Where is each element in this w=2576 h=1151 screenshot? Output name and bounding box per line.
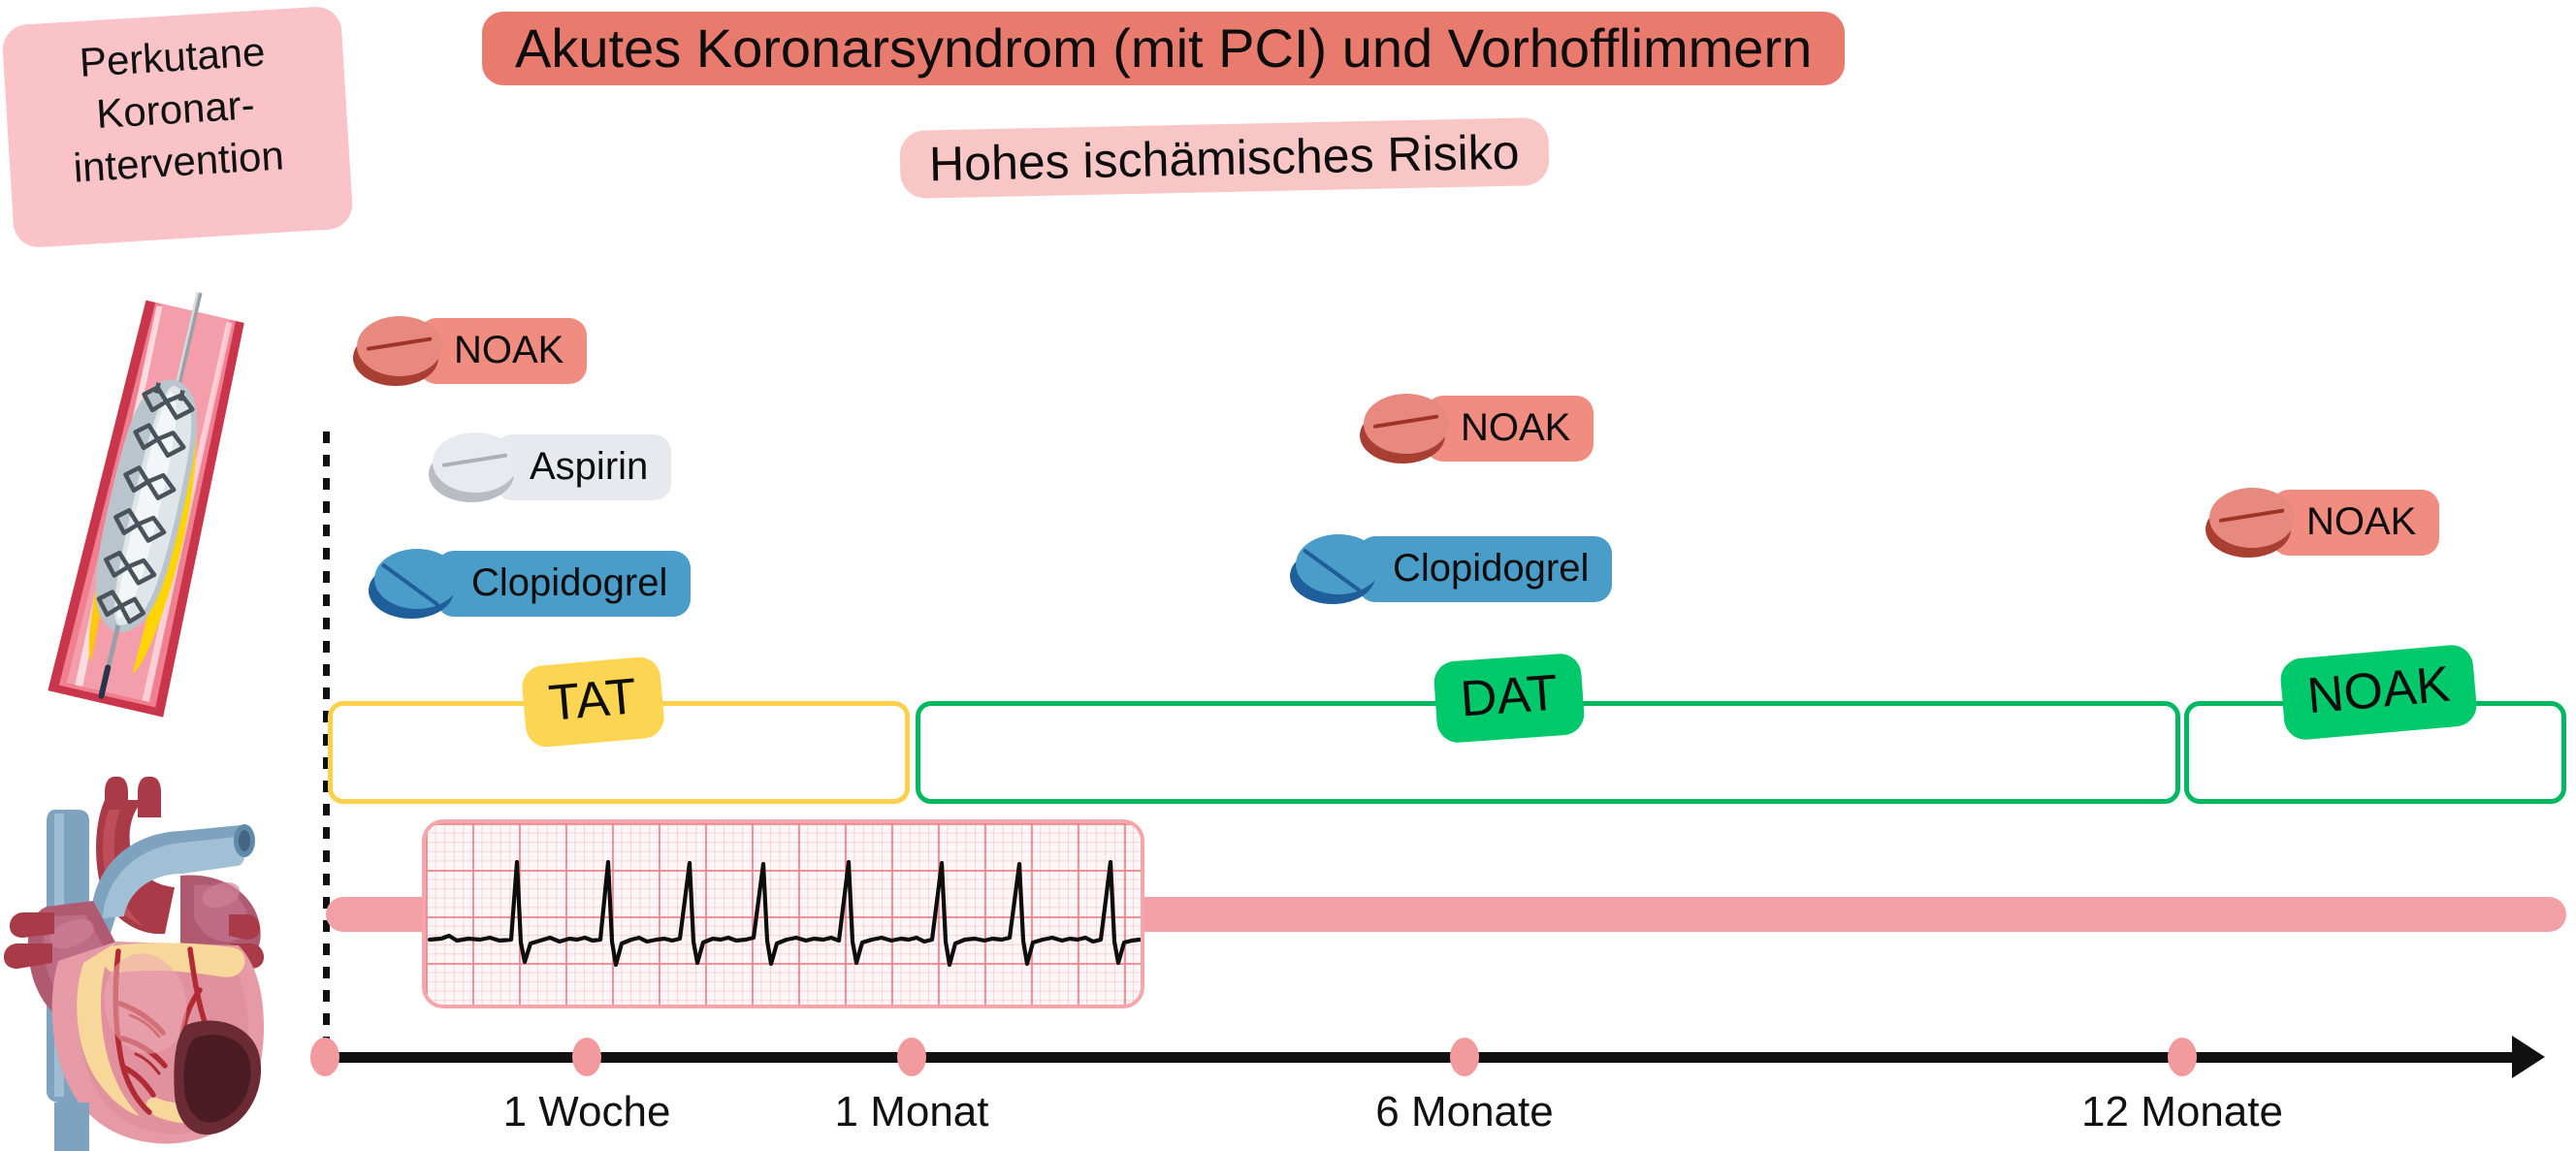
pill-body [1296, 534, 1381, 594]
pill-tablet-icon [2204, 482, 2297, 563]
pill-tablet-icon [351, 310, 444, 392]
medication-label-noak: NOAK [1426, 396, 1594, 462]
timeline-tick-dot-1-woche[interactable] [572, 1038, 601, 1076]
medication-noak-2: NOAK [1358, 388, 1594, 469]
timeline-arrow-icon [2512, 1036, 2545, 1078]
timeline-tick-dot-6-monate[interactable] [1450, 1038, 1479, 1076]
pci-callout: Perkutane Koronar- intervention [1, 5, 354, 249]
anatomical-heart-icon [0, 771, 320, 1151]
timeline-label-1-woche: 1 Woche [502, 1088, 671, 1135]
page-subtitle: Hohes ischämisches Risiko [899, 117, 1550, 199]
pill-body [374, 549, 460, 609]
timeline-label-12-monate: 12 Monate [2081, 1088, 2283, 1135]
timeline-axis [314, 1052, 2514, 1063]
medication-label-clopidogrel: Clopidogrel [436, 551, 692, 617]
medication-aspirin-1: Aspirin [427, 427, 672, 508]
medication-clopidogrel-2: Clopidogrel [1290, 528, 1613, 610]
ecg-waveform-icon [422, 819, 1144, 1008]
timeline-tick-dot-1-monat[interactable] [897, 1038, 926, 1076]
medication-noak-1: NOAK [351, 310, 588, 392]
page-title: Akutes Koronarsyndrom (mit PCI) und Vorh… [482, 12, 1846, 85]
medication-clopidogrel-1: Clopidogrel [369, 543, 692, 624]
medication-label-aspirin: Aspirin [495, 434, 672, 500]
timeline-label-1-monat: 1 Monat [834, 1088, 989, 1135]
pill-tablet-icon [1358, 388, 1451, 469]
phase-tag-dat: DAT [1433, 652, 1586, 745]
medication-label-noak: NOAK [2271, 490, 2440, 556]
phase-tag-noak: NOAK [2278, 643, 2479, 742]
timeline-tick-dot-12-monate[interactable] [2168, 1038, 2197, 1076]
medication-noak-3: NOAK [2204, 482, 2440, 563]
stent-in-artery-icon [10, 281, 281, 737]
pill-tablet-icon [1290, 528, 1383, 610]
medication-label-noak: NOAK [419, 318, 588, 384]
pci-start-divider [323, 432, 330, 1052]
phase-tag-tat: TAT [520, 655, 665, 750]
pill-tablet-icon [427, 427, 520, 508]
timeline-tick-dot-pci[interactable] [310, 1038, 339, 1076]
medication-label-clopidogrel: Clopidogrel [1358, 536, 1613, 602]
pill-tablet-icon [369, 543, 462, 624]
timeline-label-6-monate: 6 Monate [1375, 1088, 1554, 1135]
